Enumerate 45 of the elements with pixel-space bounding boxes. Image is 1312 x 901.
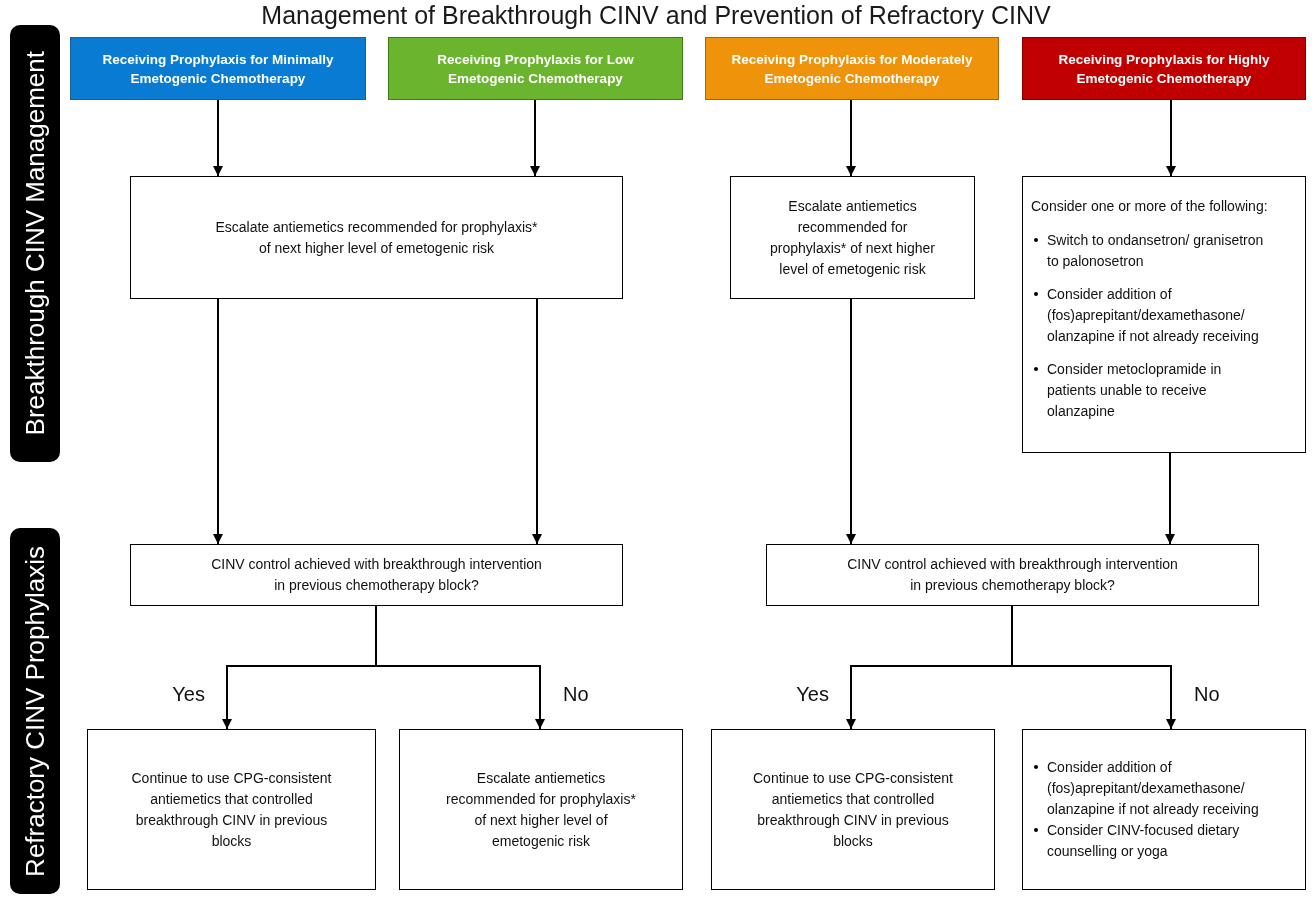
arrow — [213, 298, 223, 545]
process-box — [766, 544, 1259, 606]
section-band — [10, 25, 60, 462]
arrow — [530, 99, 540, 177]
step-text: Escalate antiemetics recommended for prophylaxis* of next higher level of emetogenic risk — [214, 217, 539, 258]
diagram-title: Management of Breakthrough CINV and Prevention of Refractory CINV — [261, 0, 1051, 30]
arrow — [846, 298, 856, 545]
intro-text: Consider one or more of the following: — [1031, 197, 1268, 216]
arrow — [1165, 452, 1175, 545]
process-box — [1022, 729, 1306, 890]
arrow — [532, 298, 542, 545]
header-text: Receiving Prophylaxis for Highly Emetogenic Chemotherapy — [1057, 50, 1271, 88]
category-header — [388, 37, 683, 100]
section-label: Breakthrough CINV Management — [20, 51, 50, 436]
step-text: Continue to use CPG-consistent antiemetics that controlled breakthrough CINV in previous blocks — [752, 768, 954, 851]
bullet-text: Consider addition of (fos)aprepitant/dexamethasone/ olanzapine if not already receiving — [1047, 758, 1260, 819]
step-text: Escalate antiemetics recommended for prophylaxis* of next higher level of emetogenic risk — [769, 196, 936, 279]
step-text: Escalate antiemetics recommended for prophylaxis* of next higher level of emetogenic risk — [445, 768, 637, 851]
category-header — [705, 37, 999, 100]
section-band — [10, 528, 60, 894]
arrow — [1166, 99, 1176, 177]
process-box — [399, 729, 683, 890]
arrow — [1011, 605, 1176, 730]
arrow — [375, 605, 545, 730]
bullet-text: Consider CINV-focused dietary counselling or yoga — [1047, 821, 1241, 861]
bullet-text: Consider metoclopramide in patients unable to receive olanzapine — [1047, 360, 1223, 421]
step-text: CINV control achieved with breakthrough intervention in previous chemotherapy block? — [210, 555, 543, 595]
process-box — [711, 729, 995, 890]
header-text: Receiving Prophylaxis for Moderately Emetogenic Chemotherapy — [730, 50, 974, 88]
step-text: Continue to use CPG-consistent antiemetics that controlled breakthrough CINV in previous blocks — [130, 768, 333, 851]
arrow — [846, 99, 856, 177]
arrow — [213, 99, 223, 177]
category-header — [1022, 37, 1306, 100]
process-box — [730, 176, 975, 299]
header-text: Receiving Prophylaxis for Minimally Emetogenic Chemotherapy — [101, 50, 335, 88]
bullet-text: Switch to ondansetron/ granisetron to palonosetron — [1047, 231, 1265, 271]
section-label: Refractory CINV Prophylaxis — [20, 545, 50, 877]
header-text: Receiving Prophylaxis for Low Emetogenic Chemotherapy — [436, 50, 635, 88]
process-box — [130, 176, 623, 299]
process-box — [1022, 176, 1306, 453]
step-text: CINV control achieved with breakthrough intervention in previous chemotherapy block? — [846, 555, 1179, 595]
bullet-text: Consider addition of (fos)aprepitant/dexamethasone/ olanzapine if not already receiving — [1047, 285, 1260, 346]
process-box — [130, 544, 623, 606]
process-box — [87, 729, 376, 890]
category-header — [70, 37, 366, 100]
